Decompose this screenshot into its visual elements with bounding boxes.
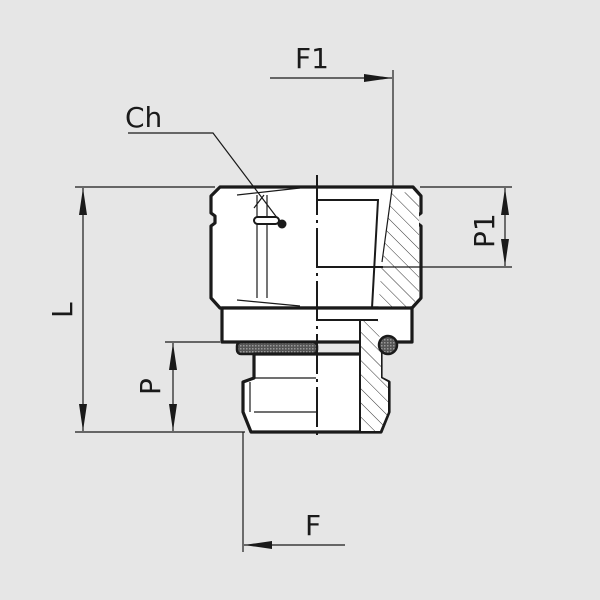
label-l: L — [46, 302, 79, 318]
o-ring-seal — [235, 340, 319, 356]
label-p1: P1 — [468, 213, 501, 248]
ch-leader-line — [128, 132, 282, 224]
ch-callout: Ch — [125, 101, 287, 229]
fitting-body — [209, 175, 423, 440]
dimension-f1: F1 — [270, 42, 394, 187]
arrowhead-icon — [244, 541, 272, 549]
dimension-p: P — [134, 341, 220, 431]
arrowhead-icon — [501, 188, 509, 266]
arrowhead-icon — [364, 74, 392, 82]
hex-facets — [236, 187, 316, 413]
thread-root-line — [381, 188, 393, 263]
o-ring-section — [377, 334, 399, 356]
dimension-f: F — [242, 432, 345, 552]
arrowhead-icon — [169, 343, 177, 431]
label-p: P — [134, 378, 167, 395]
bore-outline — [318, 199, 380, 432]
label-ch: Ch — [125, 101, 162, 134]
label-f: F — [305, 509, 321, 542]
leader-dot — [277, 219, 287, 229]
dimension-l: L — [46, 186, 245, 433]
section-hatch-lower — [361, 320, 388, 431]
dimension-p1: P1 — [383, 186, 512, 268]
ch-marker — [253, 216, 280, 225]
label-f1: F1 — [295, 42, 329, 75]
arrowhead-icon — [79, 188, 87, 431]
